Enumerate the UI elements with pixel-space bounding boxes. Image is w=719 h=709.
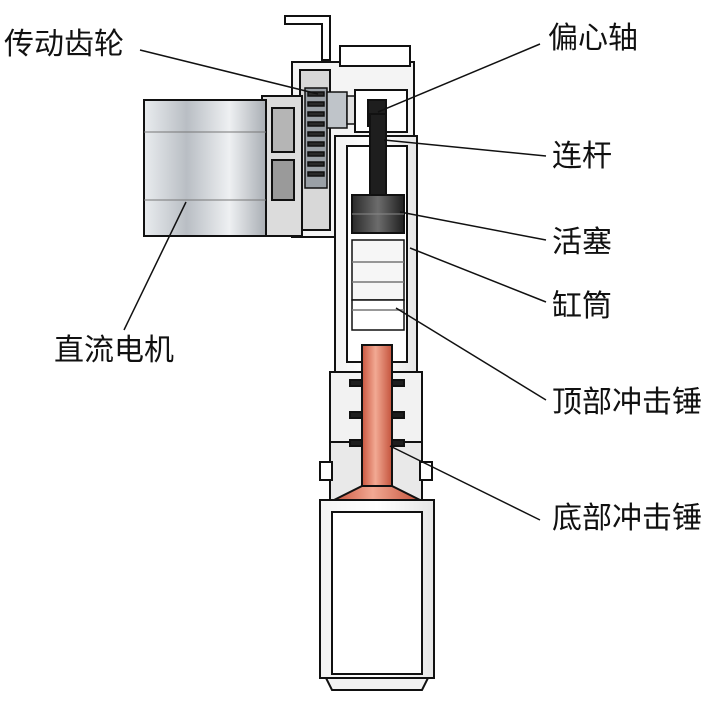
leader-eccentric-shaft bbox=[377, 43, 541, 113]
connecting-rod bbox=[369, 113, 387, 199]
top-bracket bbox=[284, 15, 331, 61]
label-eccentric-shaft: 偏心轴 bbox=[548, 21, 638, 56]
leader-bottom-hammer bbox=[389, 445, 541, 521]
label-gear: 传动齿轮 bbox=[4, 27, 124, 62]
dc-motor bbox=[143, 99, 267, 237]
motor-coupling bbox=[261, 95, 303, 237]
bottom-cup bbox=[319, 499, 435, 691]
label-connecting-rod: 连杆 bbox=[552, 139, 612, 174]
top-impact-hammer bbox=[351, 239, 405, 331]
label-dc-motor: 直流电机 bbox=[54, 333, 174, 368]
leader-gear bbox=[139, 49, 319, 95]
leader-lines bbox=[123, 43, 547, 521]
transmission-gear bbox=[304, 87, 362, 189]
leader-dc-motor bbox=[123, 201, 187, 331]
leader-piston bbox=[399, 211, 547, 241]
label-piston: 活塞 bbox=[552, 225, 612, 260]
piston bbox=[351, 194, 405, 234]
label-cylinder: 缸筒 bbox=[552, 289, 612, 324]
label-bottom-hammer: 底部冲击锤 bbox=[552, 501, 702, 536]
leader-connecting-rod bbox=[383, 139, 547, 157]
leader-top-hammer bbox=[395, 307, 547, 401]
label-top-hammer: 顶部冲击锤 bbox=[552, 385, 702, 420]
leader-cylinder bbox=[409, 247, 547, 303]
